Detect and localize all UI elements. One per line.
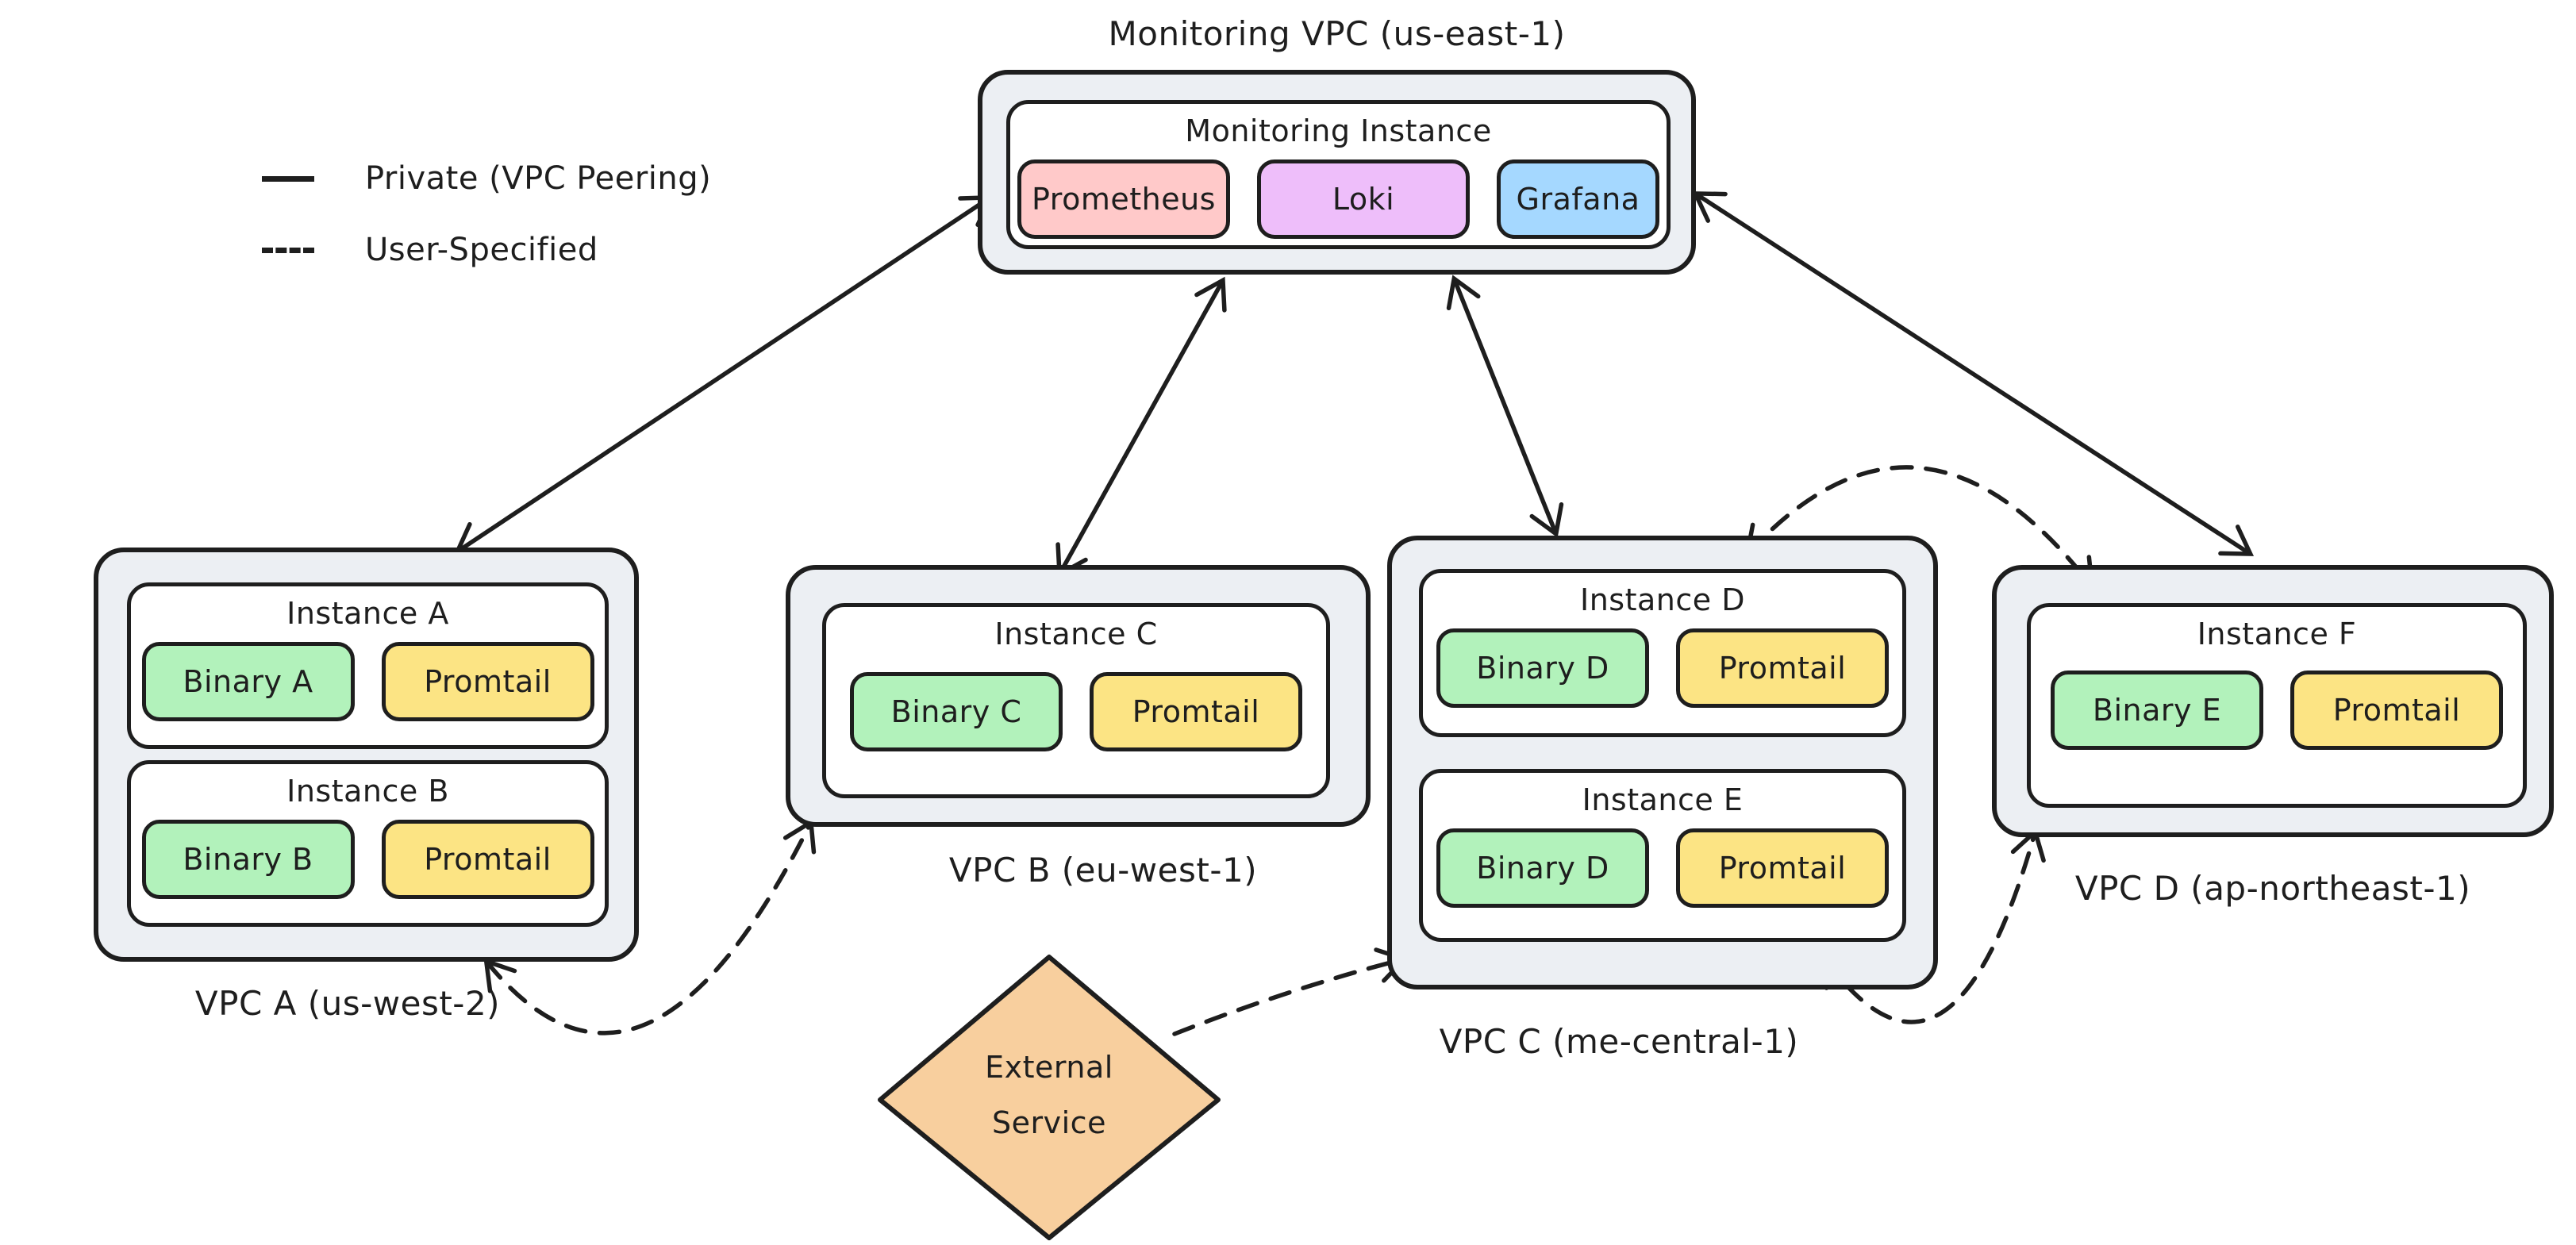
- vpc-b-caption: VPC B (eu-west-1): [948, 851, 1258, 890]
- vpc-c-caption: VPC C (me-central-1): [1439, 1022, 1799, 1061]
- legend-label: User-Specified: [365, 232, 598, 268]
- module-promtail: Promtail: [1676, 828, 1889, 908]
- instance-b-box: Instance B Binary B Promtail: [127, 760, 609, 927]
- vpc-a-box: Instance A Binary A Promtail Instance B …: [94, 548, 639, 962]
- vpc-d-caption: VPC D (ap-northeast-1): [2074, 869, 2471, 908]
- instance-f-modules: Binary E Promtail: [2051, 671, 2503, 750]
- legend-item-user-specified: User-Specified: [262, 214, 711, 286]
- instance-a-label: Instance A: [286, 596, 449, 631]
- arrow-monitoring-vpc-c: [1446, 275, 1564, 538]
- instance-a-modules: Binary A Promtail: [141, 642, 594, 721]
- monitoring-instance-label: Monitoring Instance: [1185, 113, 1492, 148]
- vpc-a-caption: VPC A (us-west-2): [194, 984, 501, 1023]
- instance-b-modules: Binary B Promtail: [141, 820, 594, 899]
- monitoring-vpc-title: Monitoring VPC (us-east-1): [1108, 14, 1566, 53]
- instance-e-modules: Binary D Promtail: [1436, 828, 1889, 908]
- vpc-d-box: Instance F Binary E Promtail: [1992, 565, 2554, 837]
- module-promtail: Promtail: [1676, 628, 1889, 708]
- instance-d-label: Instance D: [1580, 582, 1745, 617]
- module-binary-d: Binary D: [1436, 828, 1649, 908]
- module-loki: Loki: [1257, 159, 1470, 239]
- module-grafana: Grafana: [1497, 159, 1659, 239]
- instance-c-box: Instance C Binary C Promtail: [822, 603, 1330, 798]
- dashed-line-swatch: [262, 247, 314, 253]
- legend-label: Private (VPC Peering): [365, 160, 712, 197]
- monitoring-modules: Prometheus Loki Grafana: [1017, 159, 1659, 239]
- instance-e-label: Instance E: [1582, 782, 1744, 817]
- module-binary-c: Binary C: [850, 672, 1063, 751]
- instance-b-label: Instance B: [286, 774, 449, 809]
- instance-f-box: Instance F Binary E Promtail: [2027, 603, 2527, 808]
- instance-d-box: Instance D Binary D Promtail: [1419, 569, 1906, 737]
- instance-a-box: Instance A Binary A Promtail: [127, 582, 609, 749]
- instance-c-modules: Binary C Promtail: [850, 672, 1302, 751]
- external-service-label-line1: External: [985, 1050, 1113, 1085]
- module-promtail: Promtail: [381, 642, 594, 721]
- vpc-c-box: Instance D Binary D Promtail Instance E …: [1387, 536, 1938, 989]
- arrow-monitoring-vpc-b: [1055, 276, 1227, 578]
- vpc-b-box: Instance C Binary C Promtail: [786, 565, 1371, 827]
- external-service-label: External Service: [890, 1039, 1208, 1151]
- external-service-label-line2: Service: [992, 1105, 1106, 1140]
- legend-item-private: Private (VPC Peering): [262, 143, 711, 214]
- legend: Private (VPC Peering) User-Specified: [262, 143, 711, 286]
- monitoring-vpc-box: Monitoring Instance Prometheus Loki Graf…: [978, 70, 1696, 275]
- solid-line-swatch: [262, 175, 314, 182]
- module-prometheus: Prometheus: [1017, 159, 1230, 239]
- arrow-monitoring-vpc-d: [1691, 191, 2255, 556]
- monitoring-instance-box: Monitoring Instance Prometheus Loki Graf…: [1006, 100, 1671, 249]
- instance-d-modules: Binary D Promtail: [1436, 628, 1889, 708]
- module-promtail: Promtail: [2290, 671, 2503, 750]
- instance-f-label: Instance F: [2197, 617, 2357, 651]
- instance-c-label: Instance C: [994, 617, 1158, 651]
- instance-e-box: Instance E Binary D Promtail: [1419, 769, 1906, 942]
- module-binary-d: Binary D: [1436, 628, 1649, 708]
- module-promtail: Promtail: [381, 820, 594, 899]
- module-binary-e: Binary E: [2051, 671, 2263, 750]
- module-promtail: Promtail: [1090, 672, 1302, 751]
- module-binary-a: Binary A: [141, 642, 355, 721]
- module-binary-b: Binary B: [141, 820, 355, 899]
